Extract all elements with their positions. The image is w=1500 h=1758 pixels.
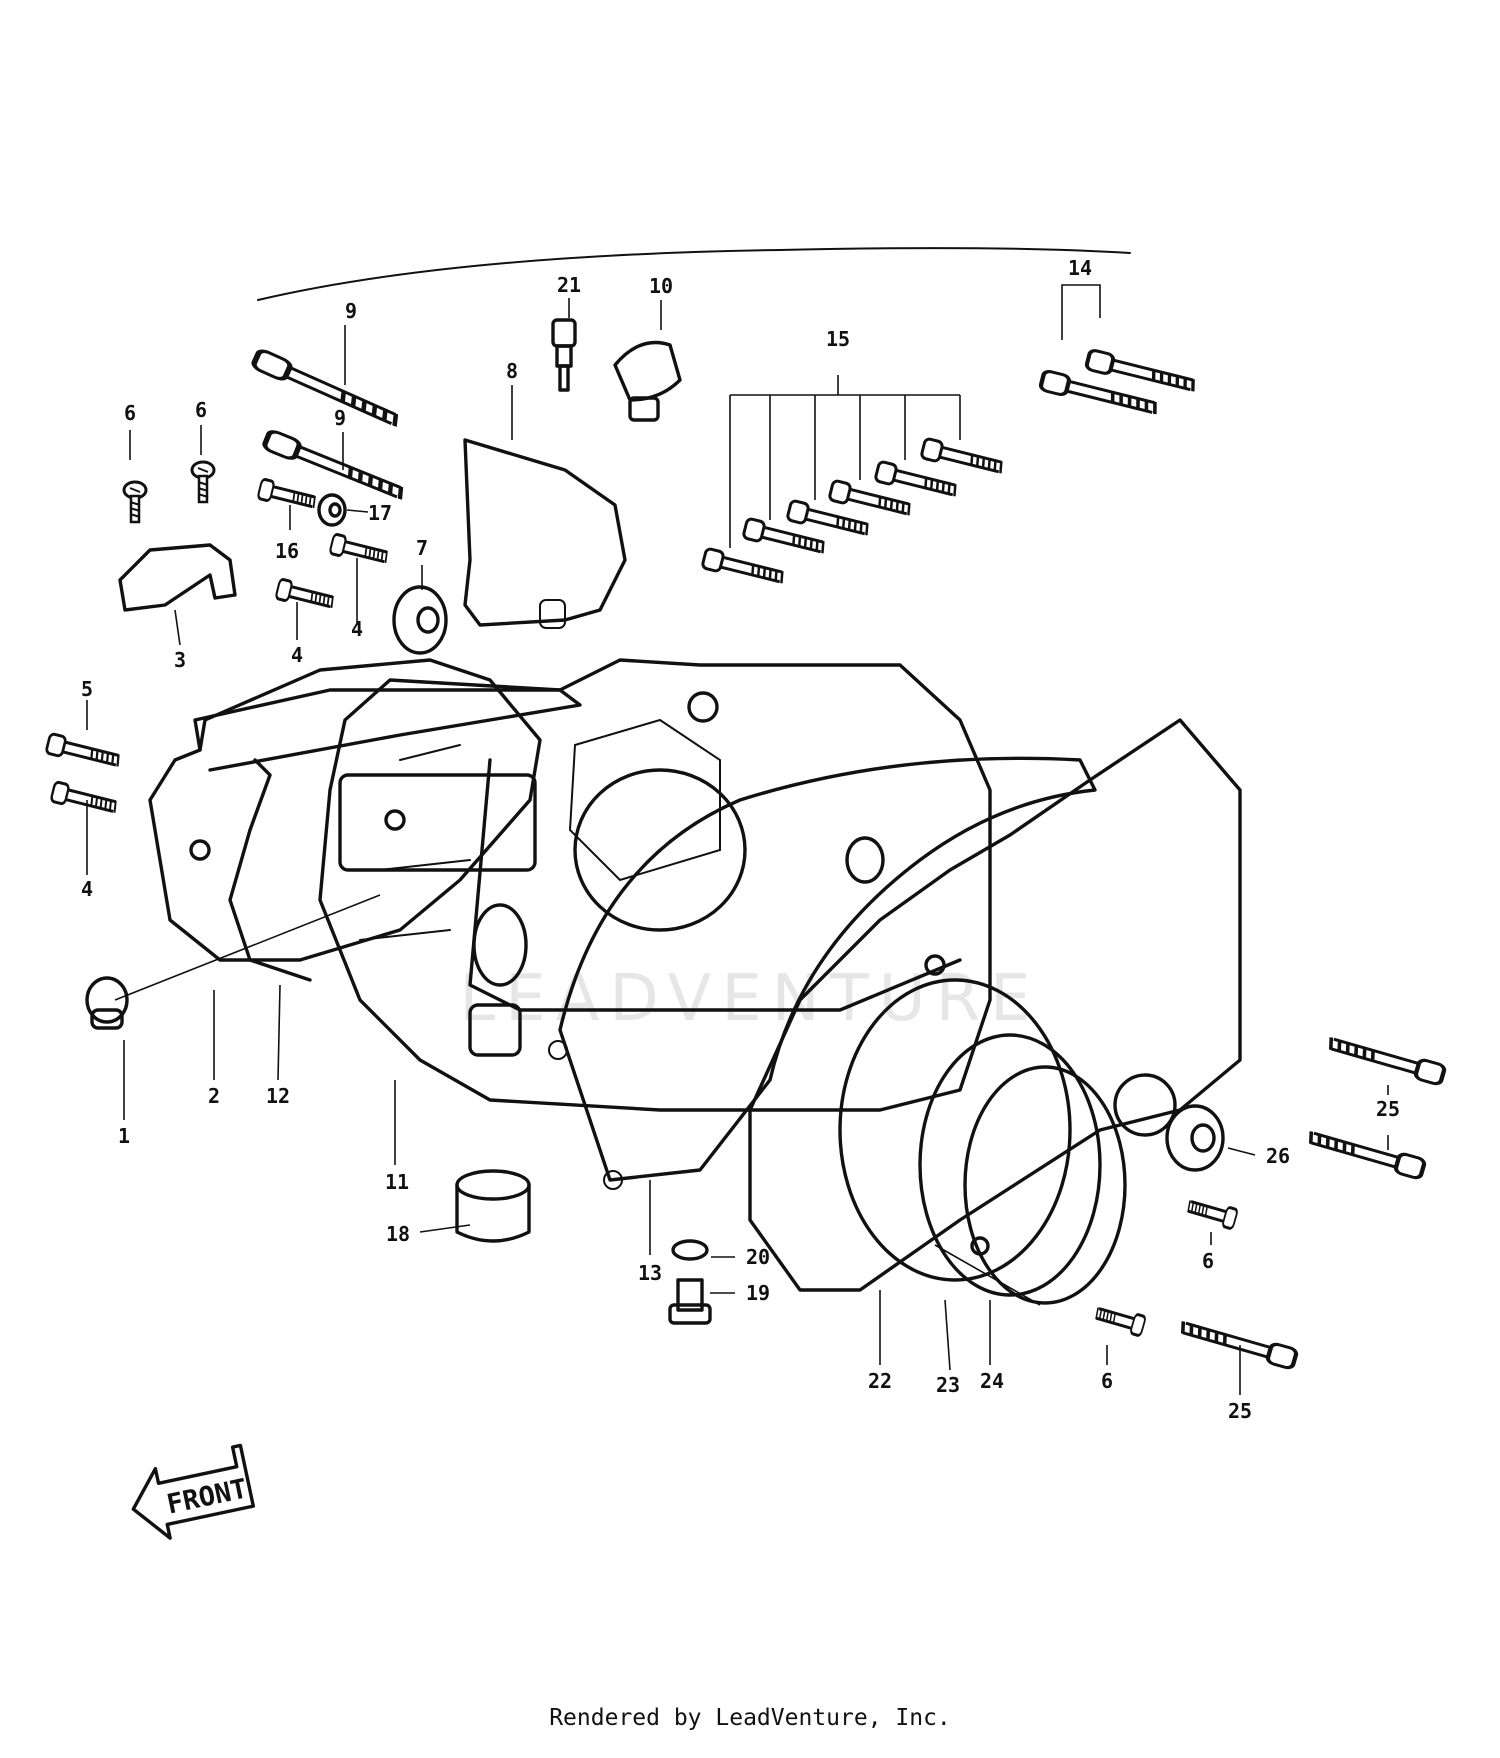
- nipple-21: [551, 318, 577, 392]
- gasket-right: [558, 756, 1097, 1182]
- callout-18: 18: [386, 1222, 410, 1246]
- callout-6: 6: [124, 401, 136, 425]
- seal-17: [317, 493, 347, 527]
- callout-22: 22: [868, 1369, 892, 1393]
- callout-2: 2: [208, 1084, 220, 1108]
- callout-4: 4: [81, 877, 93, 901]
- screws: [122, 460, 216, 524]
- callout-8: 8: [506, 359, 518, 383]
- callout-25: 25: [1228, 1399, 1252, 1423]
- callout-13: 13: [638, 1261, 662, 1285]
- callout-16: 16: [275, 539, 299, 563]
- bracket: [118, 543, 237, 612]
- callout-12: 12: [266, 1084, 290, 1108]
- callout-6: 6: [1101, 1369, 1113, 1393]
- watermark: LEADVENTURE: [460, 962, 1041, 1036]
- oil-cap: [613, 340, 682, 422]
- callout-15: 15: [826, 327, 850, 351]
- callout-20: 20: [746, 1245, 770, 1269]
- drain-plug-19: [668, 1278, 712, 1325]
- plug-cap: [85, 976, 129, 1030]
- callout-1: 1: [118, 1124, 130, 1148]
- callout-3: 3: [174, 648, 186, 672]
- callout-6: 6: [1202, 1249, 1214, 1273]
- callout-17: 17: [368, 501, 392, 525]
- oil-seal-7: [392, 585, 448, 655]
- callout-5: 5: [81, 677, 93, 701]
- callout-11: 11: [385, 1170, 409, 1194]
- front-arrow: FRONT: [131, 1443, 256, 1540]
- callout-24: 24: [980, 1369, 1004, 1393]
- callout-9: 9: [345, 299, 357, 323]
- callout-21: 21: [557, 273, 581, 297]
- seal-18: [455, 1169, 531, 1243]
- footer-credit: Rendered by LeadVenture, Inc.: [549, 1705, 951, 1731]
- gasket-wire: [228, 758, 312, 982]
- callout-25: 25: [1376, 1097, 1400, 1121]
- bearing-26: [1165, 1104, 1225, 1172]
- callout-26: 26: [1266, 1144, 1290, 1168]
- callout-6: 6: [195, 398, 207, 422]
- callout-23: 23: [936, 1373, 960, 1397]
- callout-4: 4: [351, 617, 363, 641]
- washer-20: [671, 1239, 709, 1261]
- left-cover: [148, 658, 582, 962]
- callouts: 1 2 3 4 4 4 5 6 6 6 6 7 8 9 9 10 11 12 1…: [81, 256, 1400, 1423]
- callout-19: 19: [746, 1281, 770, 1305]
- callout-14: 14: [1068, 256, 1092, 280]
- right-cover: [748, 718, 1242, 1305]
- callout-7: 7: [416, 536, 428, 560]
- callout-9: 9: [334, 406, 346, 430]
- callout-4: 4: [291, 643, 303, 667]
- callout-10: 10: [649, 274, 673, 298]
- cover-plate: [463, 438, 627, 627]
- leader-lines: [86, 284, 1389, 1395]
